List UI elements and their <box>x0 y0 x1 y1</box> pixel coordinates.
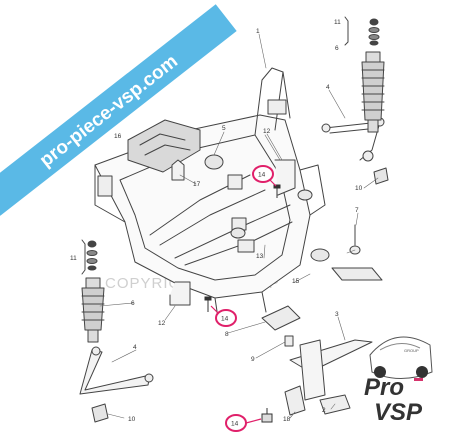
part-17-mount <box>171 159 185 181</box>
part-15-plate <box>331 267 383 281</box>
label-18: 18 <box>283 416 291 423</box>
label-3: 3 <box>335 311 339 318</box>
label-6-right: 6 <box>335 45 339 52</box>
part-8-plate <box>261 305 301 331</box>
highlight-callouts <box>215 165 274 432</box>
label-10-right: 10 <box>355 185 363 192</box>
label-7: 7 <box>355 207 359 214</box>
callout-14-upper <box>252 165 274 183</box>
part-12-lower-bracket <box>169 281 191 306</box>
part-10-balljoint-left <box>91 403 109 423</box>
label-12-upper: 12 <box>263 128 271 135</box>
label-17: 17 <box>193 181 201 188</box>
part-11-stack-left <box>81 239 98 275</box>
label-11-right: 11 <box>334 19 341 26</box>
label-4-right: 4 <box>326 84 330 91</box>
part-6-coilover-left <box>81 277 105 343</box>
label-1: 1 <box>256 28 260 35</box>
label-4-left: 4 <box>133 344 137 351</box>
part-4-wishbone-right <box>321 117 385 162</box>
part-10-balljoint-right <box>373 167 389 185</box>
label-8: 8 <box>225 331 229 338</box>
label-11-left: 11 <box>70 255 77 262</box>
part-11-stack-right <box>344 16 380 46</box>
logo-word-pro: Pro <box>364 374 404 401</box>
label-5: 5 <box>222 125 226 132</box>
part-7-stud <box>349 224 361 255</box>
part-18-link <box>284 385 306 416</box>
label-10-left: 10 <box>128 416 136 423</box>
label-14-lower: 14 <box>231 421 239 428</box>
label-14-middle: 14 <box>221 316 229 323</box>
callout-14-middle <box>215 309 237 327</box>
label-9: 9 <box>251 356 255 363</box>
label-2: 2 <box>322 407 326 414</box>
highlight-arrows <box>210 179 277 424</box>
part-6-coilover-right <box>361 51 385 133</box>
provsp-logo: GROUP Pro VSP <box>364 336 433 426</box>
label-15: 15 <box>292 278 300 285</box>
part-4-wishbone-left <box>79 346 154 395</box>
part-12-upper-bracket <box>274 159 296 196</box>
label-13: 13 <box>256 253 264 260</box>
part-2-bracket <box>319 394 351 415</box>
leader-lines <box>99 33 379 419</box>
logo-word-vsp: VSP <box>374 399 423 426</box>
logo-tag: GROUP <box>404 348 419 353</box>
label-12-lower: 12 <box>158 320 166 327</box>
part-5-bushing <box>204 154 224 170</box>
part-16-pad <box>127 119 201 173</box>
label-14-upper: 14 <box>258 172 266 179</box>
label-16: 16 <box>114 133 122 140</box>
part-9-spacer <box>284 335 294 347</box>
bolts-14 <box>204 184 281 423</box>
label-6-left: 6 <box>131 300 135 307</box>
